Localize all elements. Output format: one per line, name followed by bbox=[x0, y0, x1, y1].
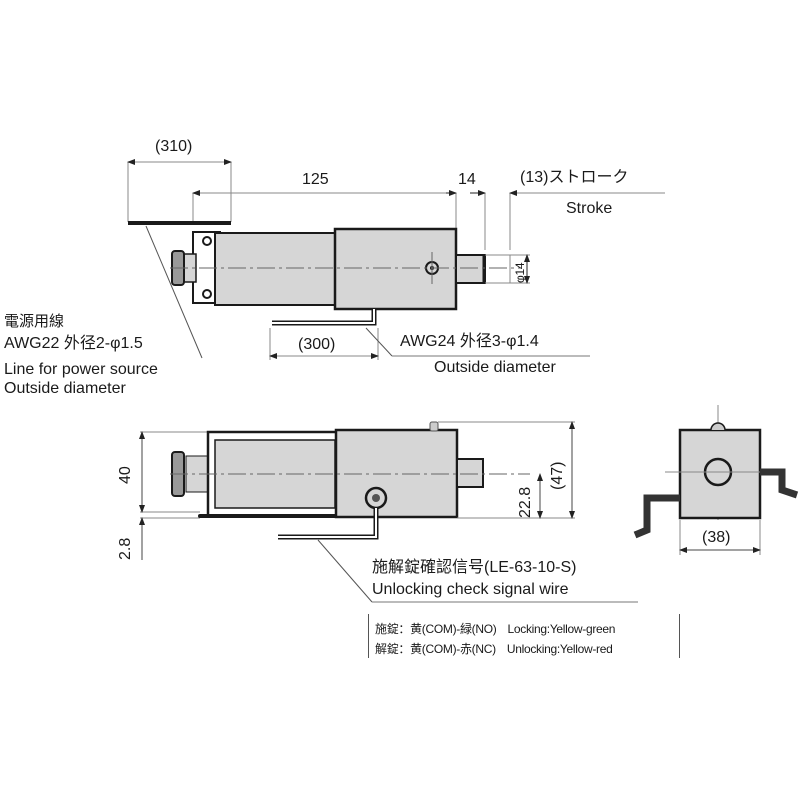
top-view bbox=[127, 159, 665, 360]
power-wire-spec: AWG22 外径2-φ1.5 bbox=[4, 335, 143, 352]
dim-total-height: (47) bbox=[549, 461, 566, 490]
dim-height: 40 bbox=[117, 466, 134, 484]
end-view bbox=[633, 405, 799, 555]
dim-width: (38) bbox=[702, 529, 731, 546]
dim-power-cable-length: (310) bbox=[155, 138, 193, 155]
legend-locking-en: Locking:Yellow-green bbox=[507, 622, 616, 636]
signal-wire-spec-en: Outside diameter bbox=[434, 359, 556, 376]
legend-row: 施錠：黄(COM)-緑(NO) Locking:Yellow-green bbox=[375, 620, 615, 637]
dim-stroke: (13)ストローク bbox=[520, 169, 629, 186]
wire-color-legend: 施錠：黄(COM)-緑(NO) Locking:Yellow-green 解錠：… bbox=[368, 614, 680, 658]
dim-center-height: 22.8 bbox=[517, 486, 534, 518]
legend-row: 解錠：黄(COM)-赤(NC) Unlocking:Yellow-red bbox=[375, 640, 613, 657]
legend-unlocking-en: Unlocking:Yellow-red bbox=[506, 642, 613, 656]
dim-body-length: 125 bbox=[302, 171, 329, 188]
signal-wire-spec: AWG24 外径3-φ1.4 bbox=[400, 333, 539, 350]
side-view bbox=[139, 421, 638, 603]
signal-wire-en: Unlocking check signal wire bbox=[372, 581, 569, 598]
dim-signal-cable-length: (300) bbox=[298, 336, 336, 353]
signal-wire-jp: 施解錠確認信号(LE-63-10-S) bbox=[372, 559, 577, 576]
legend-unlocking-jp: 解錠：黄(COM)-赤(NC) bbox=[375, 642, 496, 656]
dim-stroke-en: Stroke bbox=[566, 200, 613, 217]
power-wire-en2: Outside diameter bbox=[4, 380, 126, 397]
dim-base-thickness: 2.8 bbox=[117, 537, 134, 560]
power-wire-jp: 電源用線 bbox=[4, 313, 65, 330]
power-wire-en1: Line for power source bbox=[4, 361, 158, 378]
dim-plunger-ext: 14 bbox=[458, 171, 476, 188]
dim-plunger-dia: φ14 bbox=[513, 262, 527, 283]
legend-locking-jp: 施錠：黄(COM)-緑(NO) bbox=[375, 622, 497, 636]
